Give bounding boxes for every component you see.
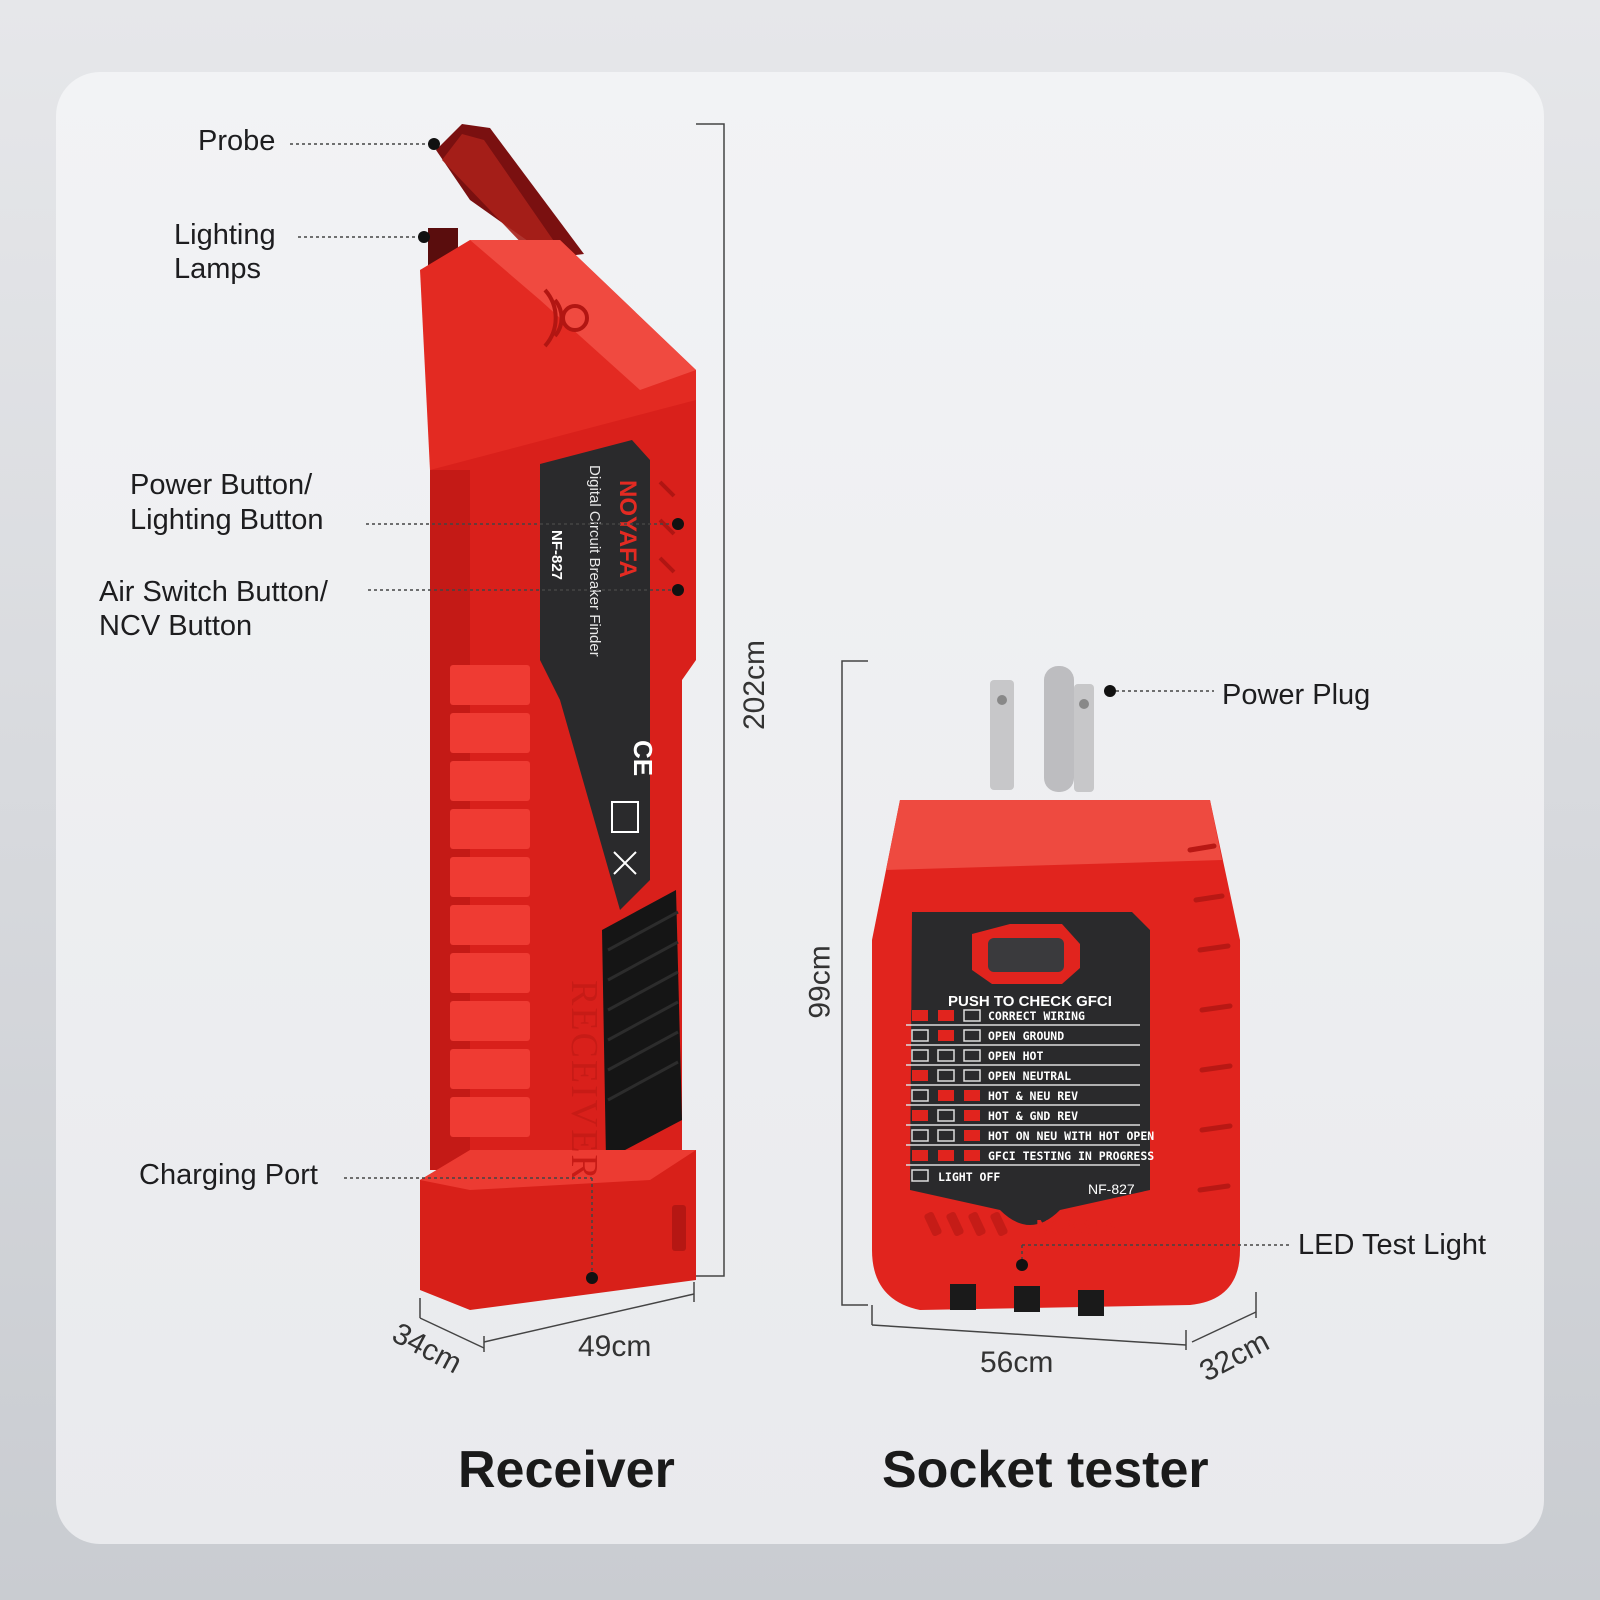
grip-ribs: [450, 665, 530, 1137]
socket-tester-device: [872, 666, 1240, 1316]
title-socket-tester: Socket tester: [882, 1441, 1209, 1499]
plug-prong-left: [990, 680, 1014, 790]
receiver-product-line: Digital Circuit Breaker Finder: [586, 465, 603, 657]
callout-dots: [418, 138, 1116, 1284]
tester-row-dividers: [906, 1024, 1140, 1166]
label-air-switch-2: NCV Button: [99, 610, 253, 642]
label-power-button-1: Power Button/: [130, 469, 313, 501]
label-charging-port: Charging Port: [139, 1159, 318, 1191]
dim-receiver-width: 49cm: [578, 1330, 652, 1363]
tester-row-label: CORRECT WIRING: [988, 1009, 1085, 1023]
plug-prong-ground: [1044, 666, 1074, 792]
tester-row-label: OPEN NEUTRAL: [988, 1069, 1071, 1083]
label-lighting-lamps-1: Lighting: [174, 219, 276, 251]
tester-row-label: HOT & GND REV: [988, 1109, 1078, 1123]
dim-tester-height: 99cm: [803, 945, 837, 1019]
tester-row-label: OPEN GROUND: [988, 1029, 1064, 1043]
manual-icon: [611, 801, 639, 833]
title-receiver: Receiver: [458, 1441, 675, 1499]
dim-tester-width: 56cm: [980, 1346, 1054, 1379]
dimension-lines: [419, 123, 1257, 1352]
tester-row-lights: [911, 1009, 981, 1182]
label-power-plug: Power Plug: [1222, 679, 1371, 711]
tester-header: PUSH TO CHECK GFCI: [948, 993, 1112, 1010]
receiver-text-group: NOYAFA Digital Circuit Breaker Finder NF…: [548, 465, 641, 657]
tester-face-panel: [910, 912, 1150, 1225]
plug-prong-right: [1074, 684, 1094, 792]
receiver-device: [420, 124, 696, 1310]
label-power-button-2: Lighting Button: [130, 504, 324, 536]
label-led-test-light: LED Test Light: [1298, 1229, 1487, 1261]
callout-lines: [290, 143, 1290, 1278]
label-lighting-lamps-2: Lamps: [174, 253, 262, 285]
background-card: [56, 72, 1544, 1544]
tester-row-label: HOT & NEU REV: [988, 1089, 1078, 1103]
label-probe: Probe: [198, 125, 276, 157]
tester-model: NF-827: [1088, 1181, 1135, 1197]
signal-icon: [543, 288, 589, 348]
ce-mark: CE: [628, 740, 658, 776]
tester-row-label: OPEN HOT: [988, 1049, 1043, 1063]
receiver-side-text: RECEIVER: [563, 980, 605, 1182]
dim-receiver-height: 202cm: [738, 639, 772, 731]
tester-side-ribs: [1187, 843, 1233, 1193]
tester-row-label: GFCI TESTING IN PROGRESS: [988, 1149, 1154, 1163]
receiver-label-panel: [540, 440, 650, 910]
receiver-model: NF-827: [548, 530, 565, 580]
tester-row-label: HOT ON NEU WITH HOT OPEN: [988, 1129, 1154, 1143]
receiver-brand: NOYAFA: [614, 480, 641, 578]
tester-brand: NOYAFA: [1036, 1217, 1118, 1239]
weee-icon: [613, 851, 637, 875]
label-air-switch-1: Air Switch Button/: [99, 576, 328, 608]
tester-row-label: LIGHT OFF: [938, 1170, 1000, 1184]
